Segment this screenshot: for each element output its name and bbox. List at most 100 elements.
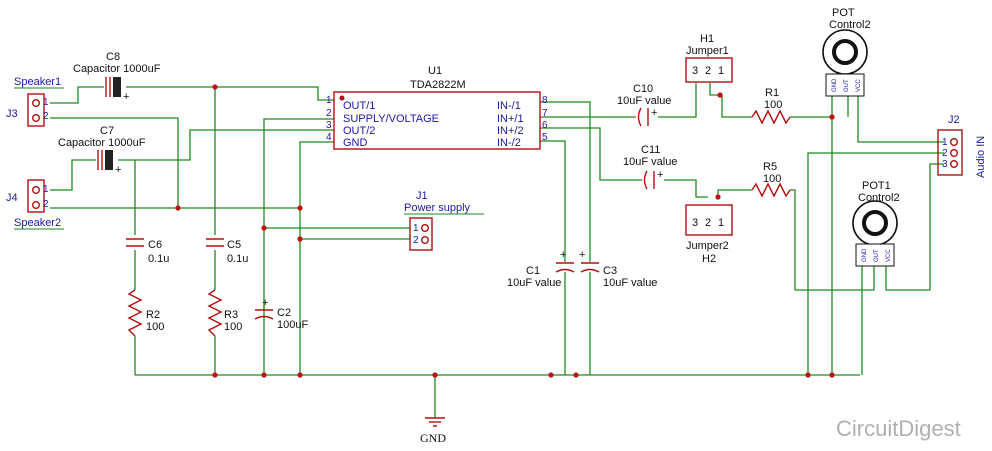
chip-pin-num: 2 — [326, 108, 332, 119]
cap-ref: C11 — [641, 144, 660, 156]
chip-pin-label: SUPPLY/VOLTAGE — [343, 113, 439, 125]
junction-dot — [715, 194, 721, 200]
cap-polarity: + — [560, 249, 566, 261]
jumper-body — [685, 204, 733, 236]
junction-dot — [573, 372, 579, 378]
connector-ref: J1 — [416, 190, 428, 202]
junction-dot — [432, 372, 438, 378]
junction-dot — [212, 372, 218, 378]
chip-pin-num: 4 — [326, 132, 332, 143]
junction-dot — [212, 84, 218, 90]
chip-pin-label: IN+/1 — [497, 113, 524, 125]
connector-body — [409, 217, 433, 251]
circuitdigest-logo: CircuitDigest — [836, 416, 961, 441]
connector-j3: Speaker1 J3 1 2 — [6, 76, 64, 127]
wires — [50, 83, 944, 418]
cap-ref: C5 — [227, 239, 241, 251]
chip-pin-label: GND — [343, 137, 368, 149]
jumper-pin: 1 — [718, 65, 724, 77]
pot-name: Control2 — [858, 192, 900, 204]
capacitor-c6: C6 0.1u — [126, 238, 169, 265]
resistor-r1: R1 100 — [751, 87, 791, 125]
cap-ref: C10 — [633, 83, 653, 95]
resistor-value: 100 — [764, 99, 782, 111]
connector-pin-num: 1 — [43, 97, 49, 108]
connector-pin-num: 2 — [43, 199, 49, 210]
pot-name: Control2 — [829, 19, 871, 31]
capacitor-c5: C5 0.1u — [206, 238, 248, 265]
cap-ref: C7 — [100, 125, 114, 137]
cap-polarity: + — [123, 91, 129, 103]
connector-name: Audio IN — [975, 136, 987, 178]
pot-pin-label: GND — [862, 248, 868, 262]
cap-value: 0.1u — [227, 253, 248, 265]
pot-ref: POT — [832, 7, 855, 19]
connector-body — [27, 179, 45, 213]
chip-pin-label: OUT/2 — [343, 125, 375, 137]
cap-ref: C8 — [106, 51, 120, 63]
capacitor-c11: C11 10uF value + — [623, 144, 677, 190]
chip-u1: U1 TDA2822M 1 2 3 4 OUT/1 SUPPLY/VOLTAGE… — [326, 65, 548, 150]
chip-body — [333, 91, 541, 150]
capacitor-c10: C10 10uF value + — [617, 83, 671, 127]
connector-name: Power supply — [404, 202, 471, 214]
junction-dot — [261, 225, 267, 231]
cap-polarity: + — [657, 169, 663, 181]
chip-ref: U1 — [428, 65, 442, 77]
resistor-ref: R3 — [224, 309, 238, 321]
connector-pin-num: 1 — [43, 184, 49, 195]
jumper-pin: 1 — [718, 217, 724, 229]
pot-pin-label: VCC — [856, 79, 862, 92]
chip-pin-num: 5 — [542, 132, 548, 143]
pot-pin-label: OUT — [874, 249, 880, 262]
jumper-body — [685, 57, 733, 83]
jumper-pin: 3 — [692, 65, 698, 77]
chip-pin-label: IN-/1 — [497, 100, 521, 112]
junction-dot — [297, 205, 303, 211]
jumper-pin: 3 — [692, 217, 698, 229]
connector-body — [937, 129, 963, 176]
junction-dot — [297, 236, 303, 242]
chip-pin-label: IN-/2 — [497, 137, 521, 149]
cap-value: 0.1u — [148, 253, 169, 265]
connector-pin-num: 1 — [413, 223, 419, 234]
capacitor-c8: C8 Capacitor 1000uF + — [73, 51, 161, 103]
connector-ref: J3 — [6, 108, 18, 120]
capacitor-c1: + C1 10uF value — [507, 249, 575, 289]
cap-value: Capacitor 1000uF — [58, 137, 146, 149]
cap-ref: C3 — [603, 265, 617, 277]
connector-pin-num: 1 — [942, 137, 948, 148]
connector-j1: J1 Power supply 1 2 — [404, 190, 484, 251]
resistor-ref: R5 — [763, 161, 777, 173]
junction-dot — [717, 92, 723, 98]
connector-body — [27, 93, 45, 127]
resistor-ref: R2 — [146, 309, 160, 321]
chip-name: TDA2822M — [410, 79, 466, 91]
junction-dot — [829, 372, 835, 378]
jumper-h1: H1 Jumper1 3 2 1 — [685, 33, 733, 83]
cap-ref: C1 — [526, 265, 540, 277]
chip-pin-label: IN+/2 — [497, 125, 524, 137]
jumper-pin: 2 — [705, 217, 711, 229]
cap-polarity: + — [115, 164, 121, 176]
cap-ref: C6 — [148, 239, 162, 251]
resistor-value: 100 — [224, 321, 242, 333]
connector-pin-num: 2 — [43, 111, 49, 122]
connector-pin-num: 2 — [942, 148, 948, 159]
chip-pin-num: 6 — [542, 120, 548, 131]
chip-pin-label: OUT/1 — [343, 100, 375, 112]
jumper-h2: 3 2 1 Jumper2 H2 — [685, 204, 733, 265]
jumper-name: Jumper2 — [686, 240, 729, 252]
jumper-ref: H1 — [700, 33, 714, 45]
chip-pin1-marker — [339, 95, 345, 101]
jumper-name: Jumper1 — [686, 45, 729, 57]
junction-dot — [297, 372, 303, 378]
capacitor-c7: C7 Capacitor 1000uF + — [58, 125, 146, 176]
jumper-pin: 2 — [705, 65, 711, 77]
chip-pin-num: 1 — [326, 95, 332, 106]
connector-j4: J4 1 2 Speaker2 — [6, 179, 64, 230]
connector-j2: J2 1 2 3 Audio IN — [937, 114, 987, 178]
potentiometer-pot: POT Control2 GND OUT VCC — [822, 7, 871, 97]
